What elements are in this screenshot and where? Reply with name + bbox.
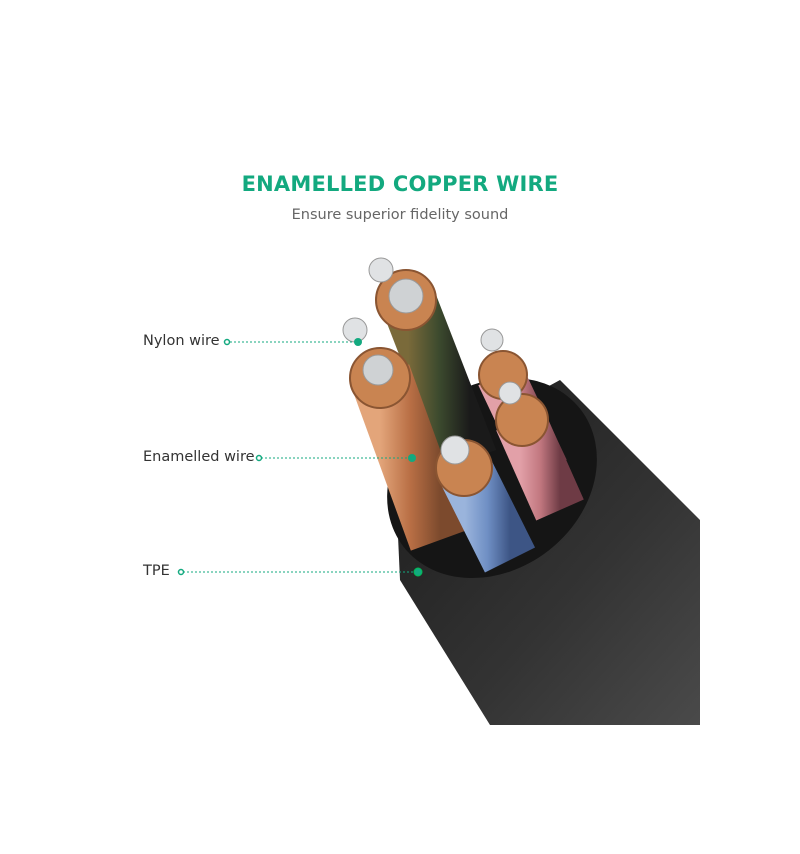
label-tpe: TPE [143, 563, 170, 579]
label-nylon-wire: Nylon wire [143, 333, 220, 349]
callout-markers [177, 338, 423, 577]
wire-pink-front [495, 381, 584, 521]
page-subtitle: Ensure superior fidelity sound [291, 207, 509, 223]
label-enamelled-wire: Enamelled wire [143, 449, 255, 465]
callout-lines [183, 341, 418, 573]
wire-blue [435, 435, 536, 573]
wire-green [368, 257, 497, 471]
page-title: ENAMELLED COPPER WIRE [241, 172, 559, 196]
